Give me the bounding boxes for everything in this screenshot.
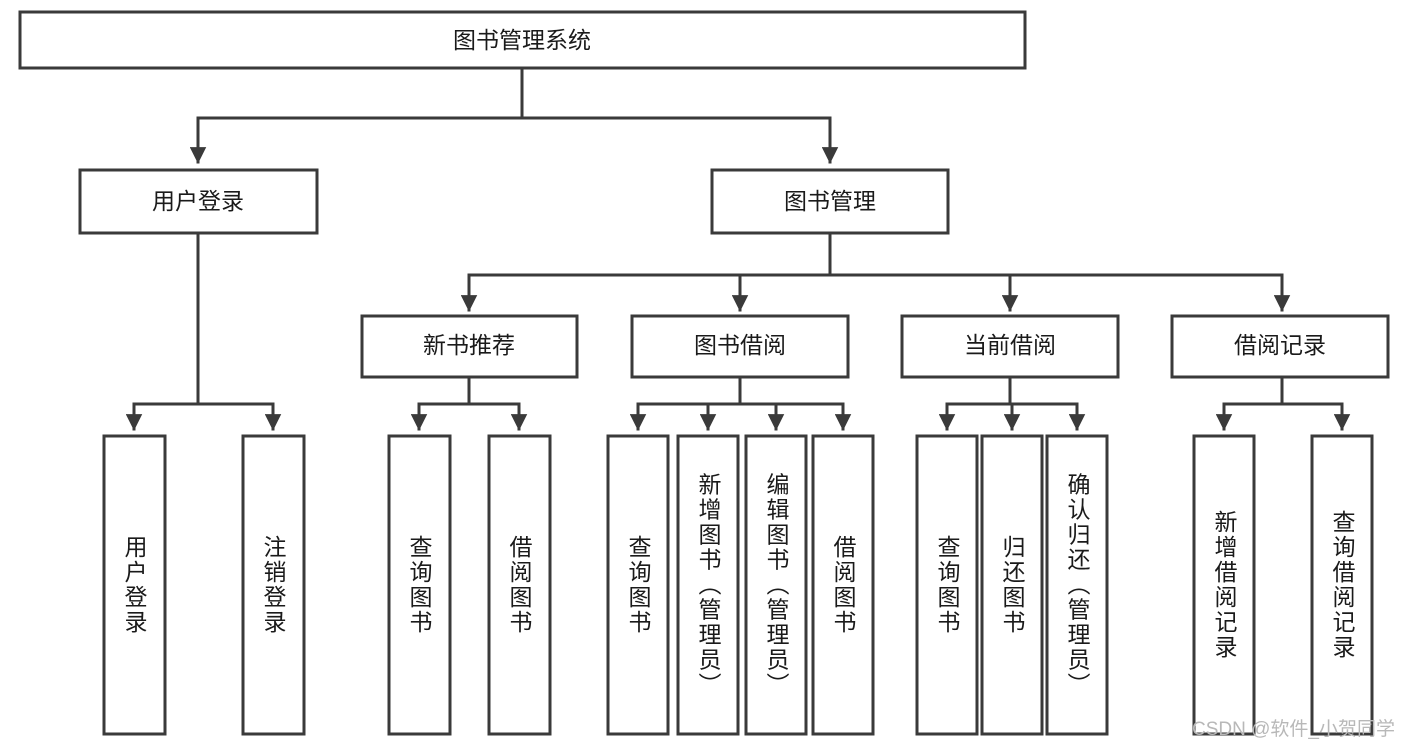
node-root[interactable]: 图书管理系统	[18, 10, 1027, 70]
node-leaf-records-2-label: 查询借阅记录	[1329, 510, 1356, 660]
node-leaf-current-2-label: 归还图书	[999, 535, 1026, 635]
node-leaf-current-1[interactable]: 查询图书	[915, 434, 979, 736]
node-leaf-records-1[interactable]: 新增借阅记录	[1192, 434, 1256, 736]
node-leaf-current-3[interactable]: 确认归还（管理员）	[1045, 434, 1109, 736]
node-new-books[interactable]: 新书推荐	[360, 314, 579, 379]
connector-group-root	[189, 66, 839, 164]
node-borrow[interactable]: 图书借阅	[630, 314, 850, 379]
node-root-box	[18, 10, 1027, 70]
node-leaf-new-books-2-label: 借阅图书	[506, 535, 533, 635]
node-records-box	[1170, 314, 1390, 379]
node-user-login[interactable]: 用户登录	[78, 168, 319, 235]
node-leaf-records-1-box	[1192, 434, 1256, 736]
node-leaf-current-2[interactable]: 归还图书	[980, 434, 1044, 736]
node-root-label: 图书管理系统	[453, 27, 591, 53]
node-leaf-user-login-1[interactable]: 用户登录	[102, 434, 167, 736]
node-leaf-user-login-2[interactable]: 注销登录	[241, 434, 306, 736]
node-book-mgmt-label: 图书管理	[784, 188, 876, 214]
node-leaf-user-login-1-box	[102, 434, 167, 736]
node-leaf-borrow-1[interactable]: 查询图书	[606, 434, 670, 736]
node-user-login-label: 用户登录	[152, 188, 244, 214]
connector-group-borrow	[629, 375, 852, 431]
node-leaf-borrow-2[interactable]: 新增图书（管理员）	[676, 434, 740, 736]
node-borrow-label: 图书借阅	[694, 332, 786, 358]
node-leaf-borrow-4-label: 借阅图书	[830, 535, 857, 635]
node-leaf-records-1-label: 新增借阅记录	[1211, 510, 1238, 660]
connector-group-book-mgmt	[460, 231, 1291, 312]
node-leaf-records-2-box	[1310, 434, 1374, 736]
node-leaf-borrow-2-label: 新增图书（管理员）	[695, 473, 722, 698]
connector-group-records	[1215, 375, 1351, 431]
node-leaf-new-books-2[interactable]: 借阅图书	[487, 434, 552, 736]
node-leaf-borrow-2-box	[676, 434, 740, 736]
node-leaf-current-1-box	[915, 434, 979, 736]
node-leaf-borrow-1-box	[606, 434, 670, 736]
node-records-label: 借阅记录	[1234, 332, 1326, 358]
node-leaf-new-books-1-box	[387, 434, 452, 736]
connector-group-current	[938, 375, 1086, 431]
connector-group-user-login	[125, 231, 282, 431]
node-leaf-current-1-label: 查询图书	[934, 535, 961, 635]
node-user-login-box	[78, 168, 319, 235]
node-leaf-user-login-2-box	[241, 434, 306, 736]
node-records[interactable]: 借阅记录	[1170, 314, 1390, 379]
node-leaf-borrow-3-label: 编辑图书（管理员）	[763, 473, 790, 698]
node-leaf-borrow-1-label: 查询图书	[625, 535, 652, 635]
node-leaf-borrow-3-box	[744, 434, 808, 736]
node-leaf-current-3-label: 确认归还（管理员）	[1064, 473, 1091, 698]
node-leaf-current-3-box	[1045, 434, 1109, 736]
node-new-books-label: 新书推荐	[423, 332, 515, 358]
connector-group-new-books	[410, 375, 528, 431]
node-leaf-borrow-4[interactable]: 借阅图书	[811, 434, 875, 736]
node-current-label: 当前借阅	[964, 332, 1056, 358]
node-leaf-user-login-1-label: 用户登录	[121, 535, 148, 635]
node-new-books-box	[360, 314, 579, 379]
node-book-mgmt[interactable]: 图书管理	[710, 168, 950, 235]
node-book-mgmt-box	[710, 168, 950, 235]
node-current-box	[900, 314, 1120, 379]
node-leaf-records-2[interactable]: 查询借阅记录	[1310, 434, 1374, 736]
node-leaf-new-books-1-label: 查询图书	[406, 535, 433, 635]
node-leaf-new-books-1[interactable]: 查询图书	[387, 434, 452, 736]
node-leaf-borrow-3[interactable]: 编辑图书（管理员）	[744, 434, 808, 736]
node-borrow-box	[630, 314, 850, 379]
node-leaf-current-2-box	[980, 434, 1044, 736]
node-leaf-new-books-2-box	[487, 434, 552, 736]
node-current[interactable]: 当前借阅	[900, 314, 1120, 379]
node-leaf-user-login-2-label: 注销登录	[260, 535, 287, 635]
node-leaf-borrow-4-box	[811, 434, 875, 736]
